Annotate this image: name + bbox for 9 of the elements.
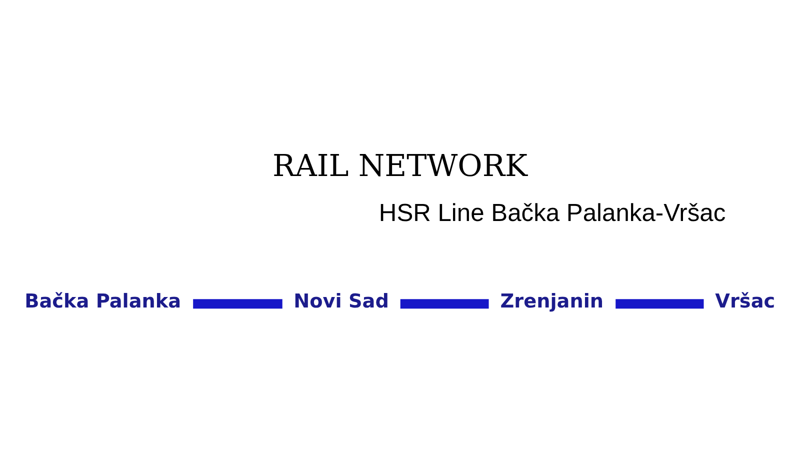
- connector: [616, 299, 704, 309]
- node-text: Zrenjanin: [500, 290, 604, 313]
- node-text: Vršac: [715, 290, 776, 313]
- connector: [400, 299, 489, 309]
- node-text: Bačka Palanka: [24, 290, 182, 313]
- diagram-title: RAIL NETWORK: [272, 149, 528, 184]
- node-text: Novi Sad: [294, 290, 389, 313]
- connector: [193, 299, 282, 309]
- label: HSR Line Bačka Palanka-Vršac: [378, 200, 726, 227]
